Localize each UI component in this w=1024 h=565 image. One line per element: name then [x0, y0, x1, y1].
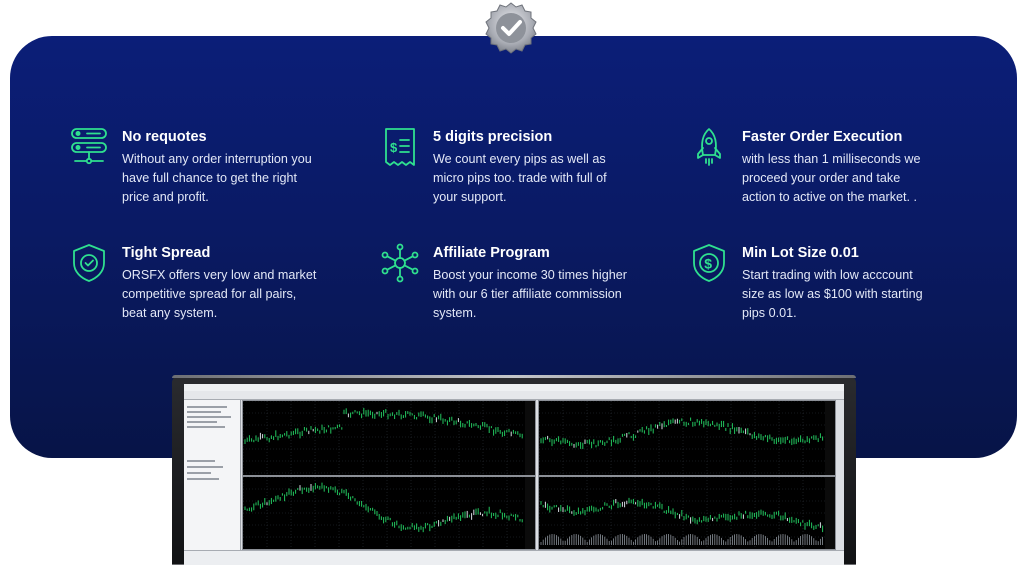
- price-chart-svg: [539, 477, 835, 549]
- feature-description: with less than 1 milliseconds we proceed…: [742, 152, 921, 204]
- trading-platform-screen: [184, 384, 844, 565]
- platform-side-pane: [184, 400, 241, 550]
- price-chart-svg: [243, 477, 535, 549]
- network-nodes-icon: [381, 243, 419, 283]
- feature-description: Without any order interruption you have …: [122, 152, 312, 204]
- chart-top-left: [242, 400, 536, 476]
- feature-description: ORSFX offers very low and market competi…: [122, 268, 317, 320]
- monitor-mockup: [172, 375, 856, 565]
- rocket-icon: [697, 128, 721, 166]
- platform-status-bar: [184, 550, 844, 565]
- price-axis: [825, 401, 835, 475]
- price-axis: [825, 477, 835, 549]
- feature-title: No requotes: [122, 129, 207, 145]
- feature-title: Min Lot Size 0.01: [742, 245, 859, 261]
- price-axis: [525, 477, 535, 549]
- feature-title: 5 digits precision: [433, 129, 553, 145]
- price-chart-svg: [539, 401, 835, 475]
- check-badge-icon: [485, 2, 537, 54]
- feature-title: Tight Spread: [122, 245, 211, 261]
- chart-bottom-left: [242, 476, 536, 550]
- svg-text:$: $: [704, 256, 712, 272]
- platform-toolbar: [184, 391, 844, 400]
- feature-description: We count every pips as well as micro pip…: [433, 152, 607, 204]
- feature-title: Faster Order Execution: [742, 129, 903, 145]
- chart-top-right: [538, 400, 836, 476]
- receipt-dollar-icon: $: [385, 128, 415, 166]
- price-axis: [525, 401, 535, 475]
- server-rack-icon: [71, 128, 107, 165]
- price-chart-svg: [243, 401, 535, 475]
- feature-description: Boost your income 30 times higher with o…: [433, 268, 627, 320]
- shield-dollar-icon: $: [693, 244, 725, 282]
- feature-description: Start trading with low acccount size as …: [742, 268, 923, 320]
- chart-bottom-right: [538, 476, 836, 550]
- svg-text:$: $: [390, 140, 398, 155]
- feature-title: Affiliate Program: [433, 245, 550, 261]
- monitor-rim: [172, 375, 856, 378]
- shield-check-icon: [73, 244, 105, 282]
